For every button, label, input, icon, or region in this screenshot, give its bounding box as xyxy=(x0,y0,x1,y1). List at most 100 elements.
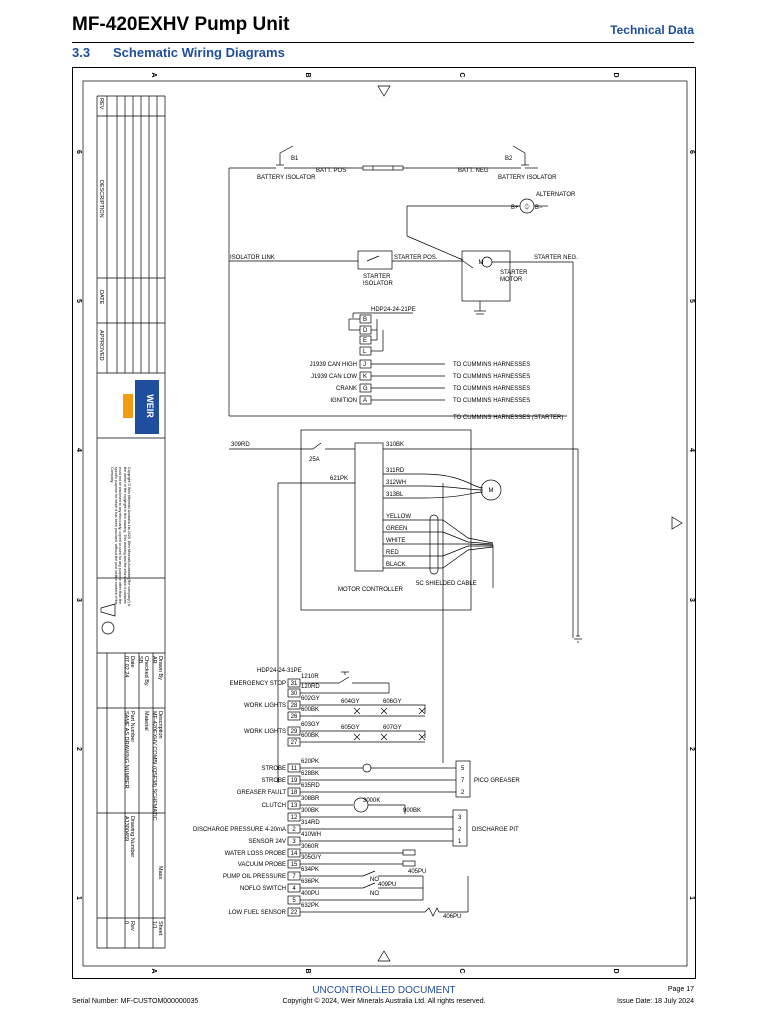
hdp21-signal-name: CRANK xyxy=(336,386,357,392)
grid-number-4-right: 4 xyxy=(688,448,695,452)
copyright-notice: Copyright © Weir Minerals Australia Ltd … xyxy=(109,467,131,607)
label-rev: Rev xyxy=(129,921,135,931)
hdp31-pin: 28 xyxy=(291,703,298,709)
hdp31-row-label: GREASER FAULT xyxy=(237,790,287,796)
motor-controller-section: 309RD 310BK 25A 621PK 311RD 312WH 313BL … xyxy=(229,429,582,783)
titleblock-col-rev: REV xyxy=(98,98,104,110)
value-checked-by: SB xyxy=(137,656,143,664)
copyright-notice-wrap: Copyright © Weir Minerals Australia Ltd … xyxy=(109,467,131,607)
wire-309rd: 309RD xyxy=(231,442,250,448)
hdp31-row-label: EMERGENCY STOP xyxy=(230,681,286,687)
label-battery-isolator-left: BATTERY ISOLATOR xyxy=(257,175,316,181)
hdp31-pin: 19 xyxy=(291,778,298,784)
label-starter-neg: STARTER NEG. xyxy=(534,255,578,261)
hdp31-pin: 30 xyxy=(291,691,298,697)
label-b2: B2 xyxy=(505,156,513,162)
cable-label: 5C SHIELDED CABLE xyxy=(416,581,477,587)
label-b1: B1 xyxy=(291,156,299,162)
work-light-icons xyxy=(353,707,426,741)
projection-cone xyxy=(100,603,116,617)
hdp31-row-label: WORK LIGHTS xyxy=(244,729,286,735)
hdp31-row-label: WORK LIGHTS xyxy=(244,703,286,709)
hdp31-pin: 12 xyxy=(291,815,298,821)
grid-letter-d-top: D xyxy=(612,72,619,77)
hdp31-pin: 14 xyxy=(291,851,298,857)
center-mark-top xyxy=(377,85,391,97)
cable-black: BLACK xyxy=(386,562,406,568)
titleblock-col-approved: APPROVED xyxy=(98,330,104,361)
grid-number-3-left: 3 xyxy=(75,598,82,602)
hdp31-wire: 634PK xyxy=(301,867,319,873)
wire-605gy: 605GY xyxy=(341,725,360,731)
hdp31-row-label: STROBE xyxy=(261,766,286,772)
pump-motor-symbol: M xyxy=(489,488,494,494)
hdp21-signal-name: J1939 CAN LOW xyxy=(311,374,357,380)
label-b-plus: B+ xyxy=(511,205,519,211)
value-description: MF-420EXHV COMBI (QSF38) SCHEMATIC xyxy=(151,711,157,821)
titleblock-col-description: DESCRIPTION xyxy=(98,180,104,218)
wire-311rd: 311RD xyxy=(386,468,405,474)
hdp21-signal-pin: A xyxy=(363,398,367,404)
header-divider xyxy=(72,42,694,43)
label-checked-by: Checked By xyxy=(143,656,149,686)
hdp31-row-label: VACUUM PROBE xyxy=(238,862,286,868)
wire-406pu: 406PU xyxy=(443,914,461,920)
hdp31-row-label: DISCHARGE PRESSURE 4-20mA xyxy=(193,827,286,833)
pico-pin-2: 2 xyxy=(461,790,465,796)
fuse-25a: 25A xyxy=(309,457,320,463)
grid-number-2-left: 2 xyxy=(75,747,82,751)
grid-letter-a-top: A xyxy=(150,72,157,77)
hdp31-wire: 1210R xyxy=(301,674,319,680)
grid-letter-c-top: C xyxy=(458,72,465,77)
hdp21-pin-label: D xyxy=(363,328,368,334)
center-mark-bottom xyxy=(377,950,391,962)
grid-letter-b-bottom: B xyxy=(304,968,311,973)
pico-greaser-label: PICO GREASER xyxy=(474,778,520,784)
hdp31-wire: 3060R xyxy=(301,844,319,850)
grid-letter-b-top: B xyxy=(304,72,311,77)
wire-409pu: 409PU xyxy=(378,882,396,888)
value-part-number: SAME AS DRAWING NUMBER xyxy=(123,711,129,788)
inner-frame xyxy=(82,80,688,967)
grid-letter-d-bottom: D xyxy=(612,968,619,973)
wire-405pu: 405PU xyxy=(408,869,426,875)
hdp31-wire: 600BK xyxy=(301,733,319,739)
title-block: REV DESCRIPTION DATE APPROVED WEIR Copyr… xyxy=(96,95,166,949)
value-date: 07.02.24 xyxy=(123,656,129,677)
hdp31-pin: 31 xyxy=(291,681,298,687)
cable-green: GREEN xyxy=(386,526,407,532)
hdp21-signal-dest: TO CUMMINS HARNESSES xyxy=(453,386,530,392)
hdp21-pin-label: L xyxy=(363,349,367,355)
cable-red: RED xyxy=(386,550,399,556)
hdp31-wire: 636PK xyxy=(301,879,319,885)
hdp31-row-label: CLUTCH xyxy=(262,803,286,809)
weir-logo-text: WEIR xyxy=(145,394,155,418)
label-batt-neg: BATT. NEG xyxy=(458,168,489,174)
wire-900bk: 900BK xyxy=(403,808,421,814)
hdp31-wire: 620PK xyxy=(301,759,319,765)
hdp31-wire: 314RD xyxy=(301,820,320,826)
motor-controller-label: MOTOR CONTROLLER xyxy=(338,587,404,593)
hdp21-signal-pin: K xyxy=(363,374,367,380)
label-date: Date xyxy=(129,656,135,668)
cable-yellow: YELLOW xyxy=(386,514,411,520)
label-alternator: ALTERNATOR xyxy=(536,192,576,198)
section-tag: Technical Data xyxy=(610,23,694,37)
footer-copyright: Copyright © 2024, Weir Minerals Australi… xyxy=(282,998,486,1005)
svg-text:⏀: ⏀ xyxy=(524,202,531,211)
titleblock-col-date: DATE xyxy=(98,290,104,305)
label-sheet: Sheet xyxy=(157,921,163,936)
label-drawing-number: Drawing Number xyxy=(129,816,135,857)
section-number: 3.3 xyxy=(72,45,91,60)
label-part-number: Part Number xyxy=(129,711,135,742)
hdp21-signal-pin: J xyxy=(363,362,366,368)
hdp31-row-label: LOW FUEL SENSOR xyxy=(229,910,287,916)
hdp31-row-label: WATER LOSS PROBE xyxy=(225,851,286,857)
hdp21-signal-name: IGNITION xyxy=(330,398,357,404)
uncontrolled-notice: UNCONTROLLED DOCUMENT xyxy=(312,985,456,996)
hdp21-signal-name: J1939 CAN HIGH xyxy=(310,362,357,368)
grid-number-1-left: 1 xyxy=(75,896,82,900)
hdp31-pin: 5 xyxy=(292,898,296,904)
